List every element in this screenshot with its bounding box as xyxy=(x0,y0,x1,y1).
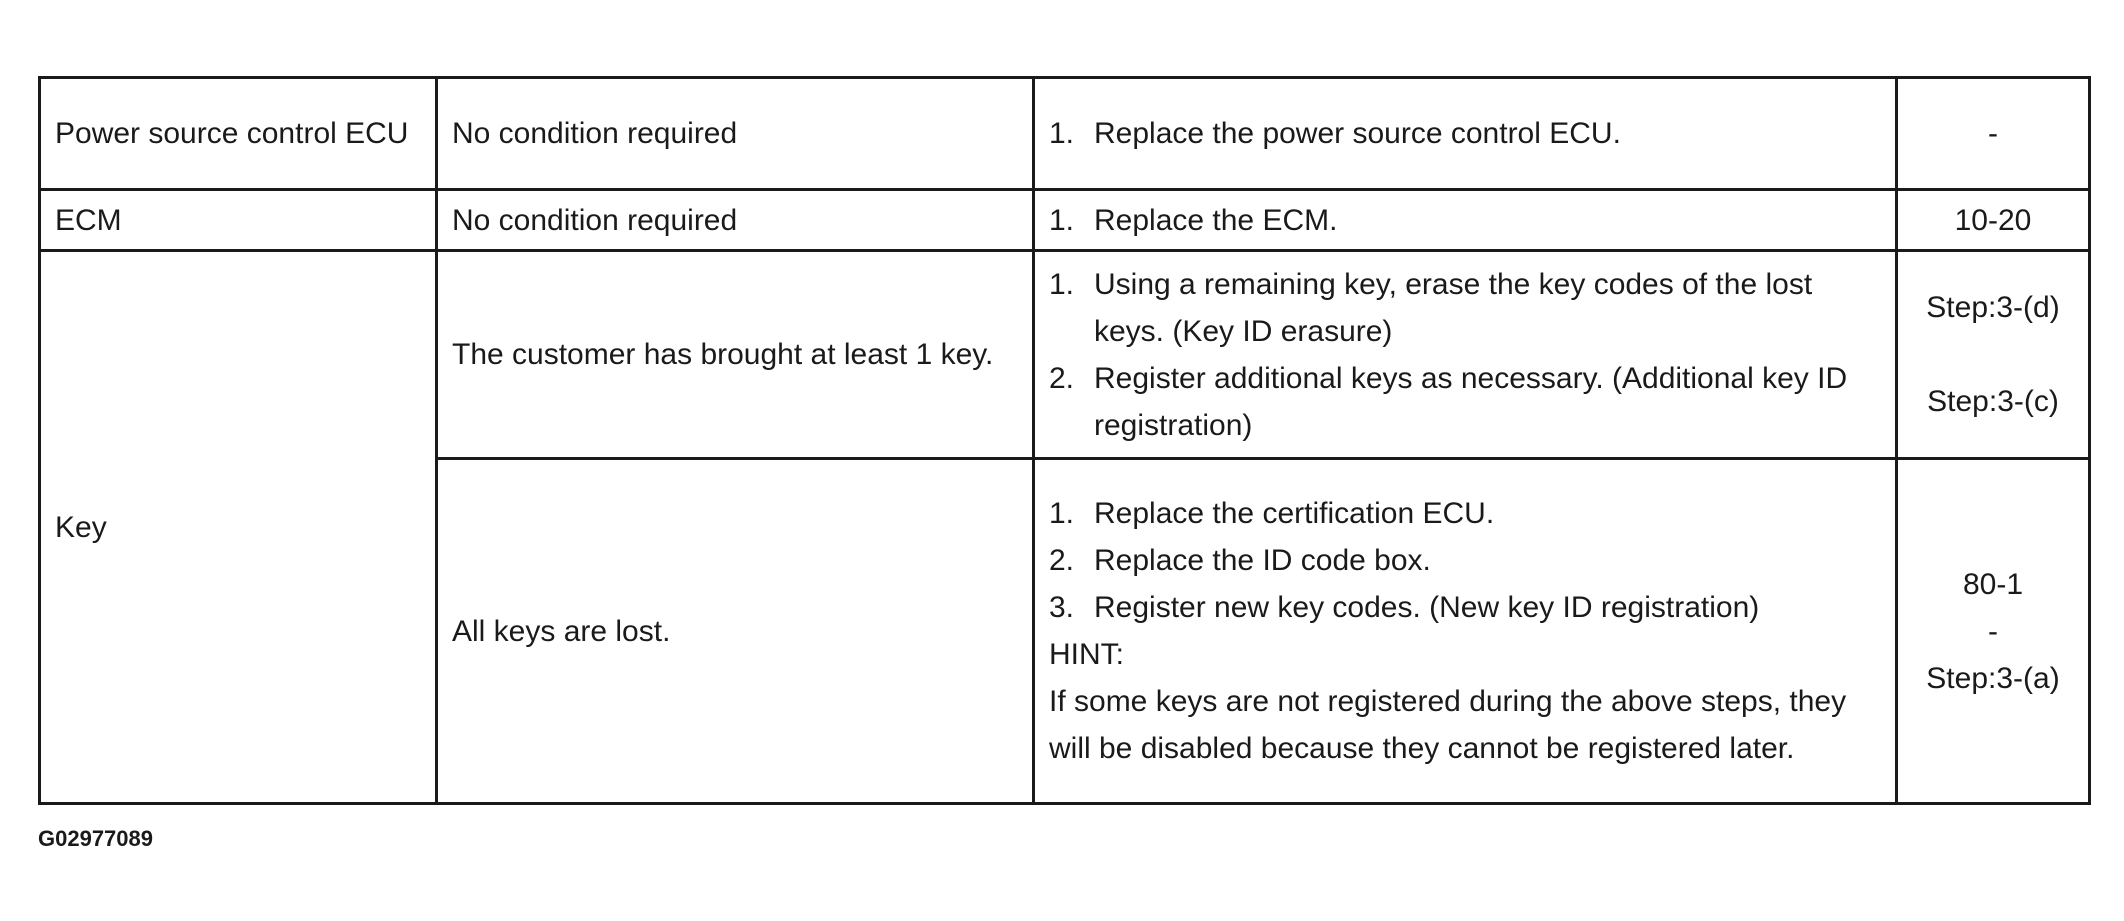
procedure-cell: 1. Replace the ECM. xyxy=(1032,188,1898,252)
reference-list: Step:3-(d) Step:3-(c) xyxy=(1912,284,2074,425)
reference-text: 10-20 xyxy=(1954,203,2032,237)
step-text: Replace the power source control ECU. xyxy=(1094,117,1621,150)
part-cell: Key xyxy=(38,249,438,805)
procedure-step: 1. Replace the certification ECU. xyxy=(1049,490,1881,537)
reference-text: Step:3-(c) xyxy=(1927,385,2059,418)
reference-text: Step:3-(d) xyxy=(1926,291,2060,324)
procedure-step: 2. Register additional keys as necessary… xyxy=(1049,355,1881,449)
table-row-key-lost: All keys are lost. 1. Replace the certif… xyxy=(40,457,2091,805)
procedure-steps: 1. Replace the power source control ECU. xyxy=(1049,110,1881,157)
reference-cell: Step:3-(d) Step:3-(c) xyxy=(1895,249,2091,460)
procedure-cell: 1. Using a remaining key, erase the key … xyxy=(1032,249,1898,460)
part-name: Power source control ECU xyxy=(55,117,409,150)
step-text: Using a remaining key, erase the key cod… xyxy=(1094,267,1813,348)
table-row-key-brought: Key The customer has brought at least 1 … xyxy=(38,249,2091,805)
step-number: 1. xyxy=(1049,497,1075,530)
procedure-step: 3. Register new key codes. (New key ID r… xyxy=(1049,584,1881,631)
part-name: Key xyxy=(55,510,107,544)
reference-spacer xyxy=(1912,331,2074,378)
condition-text: No condition required xyxy=(452,117,738,150)
condition-text: The customer has brought at least 1 key. xyxy=(452,338,994,371)
step-number: 2. xyxy=(1049,544,1075,577)
table-row-ecm: ECM No condition required 1. Replace the… xyxy=(38,188,2091,252)
procedure-cell: 1. Replace the power source control ECU. xyxy=(1032,76,1898,191)
replacement-procedure-table: Power source control ECU No condition re… xyxy=(38,76,2091,805)
procedure-step: 1. Using a remaining key, erase the key … xyxy=(1049,261,1881,355)
step-number: 1. xyxy=(1049,203,1075,237)
condition-cell: All keys are lost. xyxy=(435,457,1035,805)
part-cell: Power source control ECU xyxy=(38,76,438,191)
reference-cell: 10-20 xyxy=(1895,188,2091,252)
condition-cell: The customer has brought at least 1 key. xyxy=(435,249,1035,460)
procedure-cell: 1. Replace the certification ECU. 2. Rep… xyxy=(1032,457,1898,805)
step-number: 2. xyxy=(1049,361,1075,395)
procedure-step: 2. Replace the ID code box. xyxy=(1049,537,1881,584)
reference-text: Step:3-(a) xyxy=(1926,661,2060,695)
part-cell: ECM xyxy=(38,188,438,252)
figure-id: G02977089 xyxy=(38,826,153,851)
reference-list: 80-1 - Step:3-(a) xyxy=(1912,561,2074,702)
procedure-steps: 1. Replace the ECM. xyxy=(1049,197,1881,244)
part-name: ECM xyxy=(55,203,122,237)
hint-text: If some keys are not registered during t… xyxy=(1049,685,1847,765)
reference-text: - xyxy=(1988,614,1998,648)
reference-text: - xyxy=(1988,117,1998,150)
condition-text: No condition required xyxy=(452,203,738,237)
hint-label: HINT: xyxy=(1049,638,1124,671)
step-text: Register new key codes. (New key ID regi… xyxy=(1094,591,1760,624)
reference-cell: 80-1 - Step:3-(a) xyxy=(1895,457,2091,805)
step-number: 3. xyxy=(1049,591,1075,624)
step-text: Replace the certification ECU. xyxy=(1094,497,1495,530)
reference-cell: - xyxy=(1895,76,2091,191)
step-text: Replace the ECM. xyxy=(1094,203,1338,237)
condition-cell: No condition required xyxy=(435,188,1035,252)
table-row-power-source-ecu: Power source control ECU No condition re… xyxy=(38,76,2091,191)
reference-text: 80-1 xyxy=(1962,567,2024,601)
step-number: 1. xyxy=(1049,267,1075,301)
procedure-step: 1. Replace the power source control ECU. xyxy=(1049,110,1881,157)
procedure-steps: 1. Using a remaining key, erase the key … xyxy=(1049,261,1881,449)
procedure-steps: 1. Replace the certification ECU. 2. Rep… xyxy=(1049,490,1881,631)
condition-cell: No condition required xyxy=(435,76,1035,191)
step-number: 1. xyxy=(1049,117,1075,150)
procedure-step: 1. Replace the ECM. xyxy=(1049,197,1881,244)
step-text: Replace the ID code box. xyxy=(1094,544,1431,577)
condition-text: All keys are lost. xyxy=(452,614,671,648)
step-text: Register additional keys as necessary. (… xyxy=(1094,361,1848,442)
